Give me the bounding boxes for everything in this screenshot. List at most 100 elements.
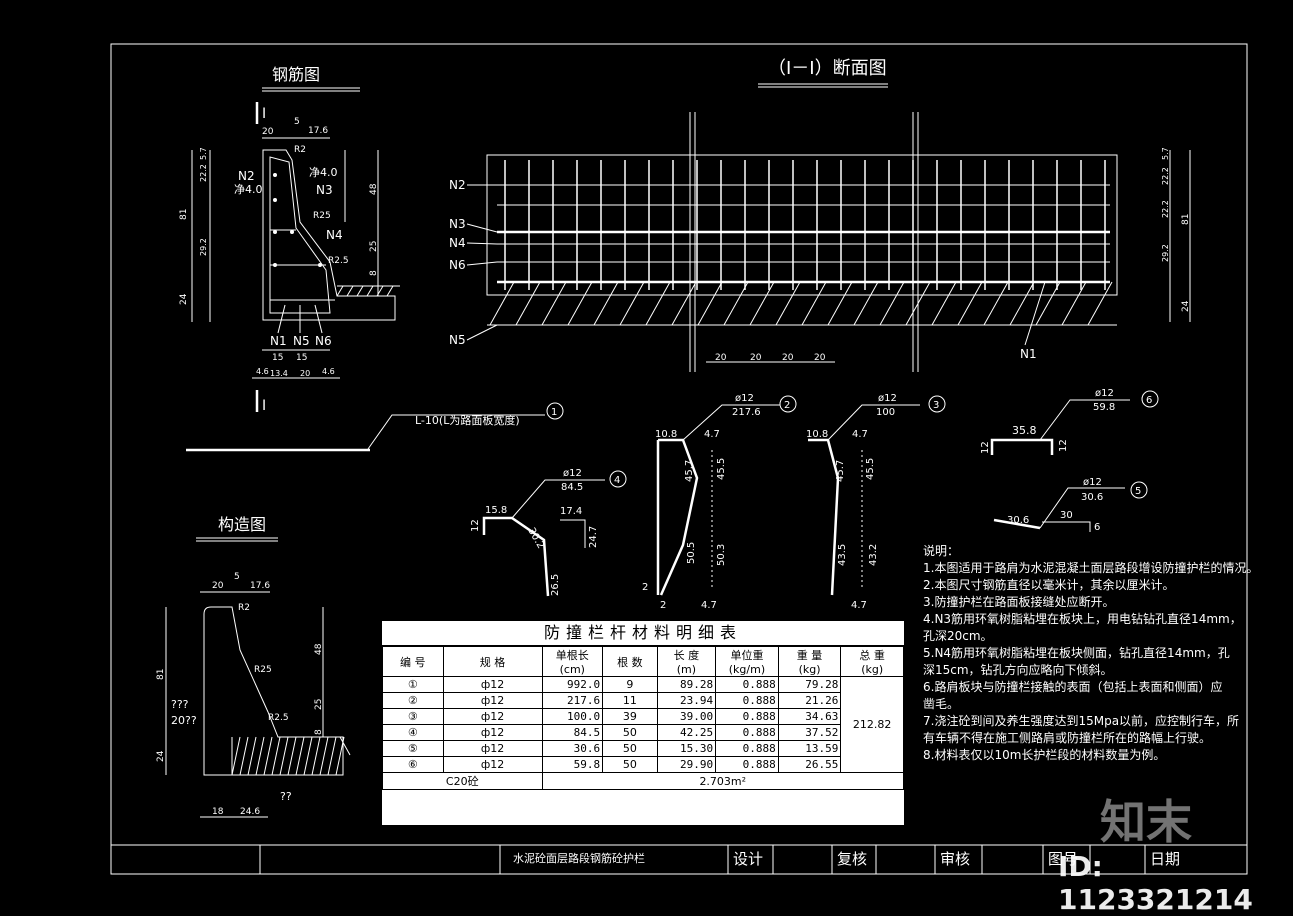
drawing-name: 水泥砼面层路段钢筋砼护栏 (513, 852, 645, 865)
note-line: 1.本图适用于路肩为水泥混凝土面层路段增设防撞护栏的情况。 (923, 561, 1259, 575)
hatch-line (931, 281, 957, 326)
str-dim-24: 24 (156, 750, 166, 762)
th-unit-wt: 单位重(kg/m) (715, 646, 779, 677)
leader (1024, 281, 1046, 346)
bar-2-d1: 10.8 (655, 429, 677, 440)
section-vertical-bars (504, 160, 1106, 290)
bar-4-no: 4 (614, 475, 620, 486)
sec-dim-20c: 20 (782, 353, 794, 363)
hatch-line (1061, 281, 1087, 326)
rebar-dot (273, 230, 277, 234)
sec-dim-20d: 20 (814, 353, 826, 363)
note-line: 6.路肩板块与防撞栏接触的表面（包括上表面和侧面）应 (923, 680, 1223, 694)
leader-n6 (314, 304, 323, 334)
hatch-line (983, 281, 1009, 326)
hatch-line (255, 736, 265, 776)
bar-2-no: 2 (784, 400, 790, 411)
bar-5-shape (993, 518, 1041, 530)
bar-3-d3: 45.7 (835, 460, 846, 482)
bar-3-len: 100 (876, 407, 895, 418)
hatch-line (827, 281, 853, 326)
bar-2-d2: 4.7 (704, 429, 720, 440)
dim-13-4: 13.4 (270, 369, 288, 378)
dim-81: 81 (179, 209, 189, 220)
note-line: 2.本图尺寸钢筋直径以毫米计，其余以厘米计。 (923, 578, 1175, 592)
review-label: 复核 (837, 850, 868, 868)
bar-3-leader (827, 404, 920, 441)
rebar-pavement-hatch (336, 285, 400, 297)
label-n6: N6 (315, 334, 332, 348)
hatch-line (263, 736, 273, 776)
rebar-title: 钢筋图 (272, 65, 320, 84)
section-mark-top-label: I (262, 106, 266, 122)
hatch-line (749, 281, 775, 326)
bar-3-d2: 4.7 (852, 429, 868, 440)
dim-20: 20 (262, 127, 274, 137)
structure-break (339, 736, 351, 756)
sec-label-n5: N5 (449, 333, 466, 347)
bar-4-d6: 26.5 (550, 574, 561, 596)
bar-3-d5: 43.5 (837, 544, 848, 566)
bar-5-callout (1130, 481, 1148, 499)
concrete-value: 2.703m² (541, 772, 905, 790)
sec-label-n4: N4 (449, 236, 466, 250)
th-weight: 重 量(kg) (777, 646, 842, 677)
dim-15a: 15 (272, 353, 283, 363)
watermark-id: ID: 1123321214 (1058, 850, 1253, 916)
note-line: 8.材料表仅以10m长护栏段的材料数量为例。 (923, 748, 1166, 762)
hatch-line (319, 736, 329, 776)
concrete-label: C20砼 (382, 772, 543, 790)
date-label: 日期 (1150, 850, 1181, 868)
sec-dim-22-2a: 22.2 (1161, 167, 1170, 185)
bar-2-len: 217.6 (732, 407, 761, 418)
total-weight: 212.82 (840, 676, 904, 773)
hatch-line (619, 281, 645, 326)
str-dim-81: 81 (156, 669, 166, 680)
hatch-line (239, 736, 249, 776)
bar-4-leader (511, 479, 605, 519)
bar-4-callout (609, 470, 627, 488)
bar-1-no: 1 (551, 407, 557, 418)
rebar-dot (273, 263, 277, 267)
hatch-line (593, 281, 619, 326)
sec-dim-24: 24 (1181, 300, 1191, 312)
rebar-dot (290, 230, 294, 234)
sec-dim-5-7: 5.7 (1161, 147, 1170, 160)
hatch-line (279, 736, 289, 776)
str-qq1: ??? (171, 698, 189, 711)
sec-dim-81: 81 (1181, 214, 1191, 225)
label-n4: N4 (326, 228, 343, 242)
hatch-line (775, 281, 801, 326)
title-block: 水泥砼面层路段钢筋砼护栏 设计 复核 审核 图号 日期 (113, 845, 1247, 873)
str-dim-18: 18 (212, 807, 224, 817)
bar-2-callout (779, 395, 797, 413)
dim-17-6: 17.6 (308, 126, 328, 136)
dim-5-7: 5.7 (199, 147, 208, 160)
str-dim-48: 48 (314, 643, 324, 655)
bar-2-dia: ø12 (735, 393, 754, 404)
section-title: （I－I）断面图 (768, 58, 887, 79)
label-c40a: 净4.0 (309, 165, 338, 179)
bar-5-no: 5 (1135, 486, 1141, 497)
structure-pavement-hatch (231, 736, 345, 776)
bar-2-d4: 45.5 (716, 458, 727, 480)
material-table-grid: 编 号 规 格 单根长(cm) 根 数 长 度(m) 单位重(kg/m) 重 量… (382, 646, 905, 790)
hatch-line (801, 281, 827, 326)
bar-6-leader (1039, 399, 1130, 441)
label-n2: N2 (238, 169, 255, 183)
rebar-dot (273, 198, 277, 202)
bar-5-dia: ø12 (1083, 477, 1102, 488)
note-line: 7.浇注砼到间及养生强度达到15Mpa以前，应控制行车，所 (923, 714, 1240, 728)
bar-2-shape (658, 438, 699, 596)
dim-15b: 15 (296, 353, 307, 363)
hatch-line (541, 281, 567, 326)
note-line: 5.N4筋用环氧树脂粘埋在板块侧面，钻孔直径14mm，孔 (923, 646, 1230, 660)
bar-4-d2: 12 (470, 519, 481, 532)
watermark-logo: 知末 (1100, 795, 1192, 849)
bar-2-d6: 50.3 (716, 544, 727, 566)
str-dim-17-6: 17.6 (250, 581, 270, 591)
bar-6-shape (990, 438, 1054, 455)
